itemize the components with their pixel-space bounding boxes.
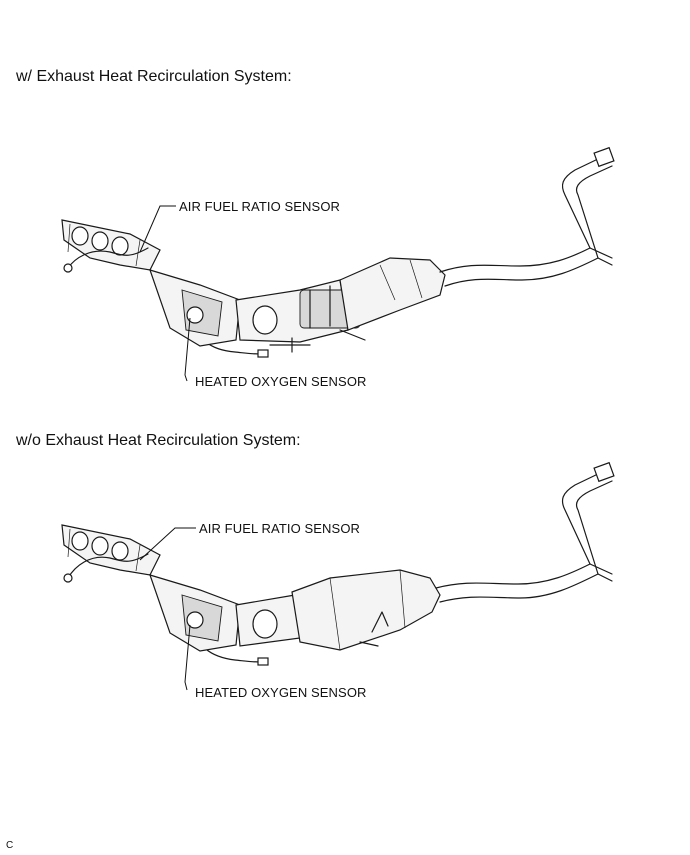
air-fuel-sensor-leader xyxy=(139,527,196,561)
oxygen-sensor-leader xyxy=(184,317,191,382)
exhaust-system-diagram-with-recirculation xyxy=(61,146,615,382)
front-catalytic-converter xyxy=(149,269,241,347)
oxygen-sensor-leader xyxy=(184,624,191,691)
air-fuel-sensor-wire xyxy=(67,247,149,269)
tail-pipe xyxy=(435,461,615,603)
front-catalytic-converter xyxy=(149,574,241,652)
air-fuel-ratio-sensor-label-1: AIR FUEL RATIO SENSOR xyxy=(179,199,341,214)
exhaust-manifold xyxy=(61,219,161,271)
heated-oxygen-sensor-label-1: HEATED OXYGEN SENSOR xyxy=(195,374,367,389)
center-exhaust-pipe xyxy=(235,594,301,647)
air-fuel-ratio-sensor-label-2: AIR FUEL RATIO SENSOR xyxy=(199,521,361,536)
exhaust-system-diagram-without-recirculation xyxy=(61,461,615,691)
main-muffler xyxy=(291,569,441,651)
heated-oxygen-sensor-label-2: HEATED OXYGEN SENSOR xyxy=(195,685,367,700)
air-fuel-sensor-wire xyxy=(67,553,149,579)
main-muffler xyxy=(339,257,446,331)
section-heading-without-recirculation: w/o Exhaust Heat Recirculation System: xyxy=(16,432,301,449)
exhaust-manifold xyxy=(61,524,161,576)
air-fuel-sensor-leader xyxy=(139,205,176,253)
tail-pipe xyxy=(439,146,615,287)
corner-mark: C xyxy=(6,840,14,851)
section-heading-with-recirculation: w/ Exhaust Heat Recirculation System: xyxy=(16,68,292,85)
